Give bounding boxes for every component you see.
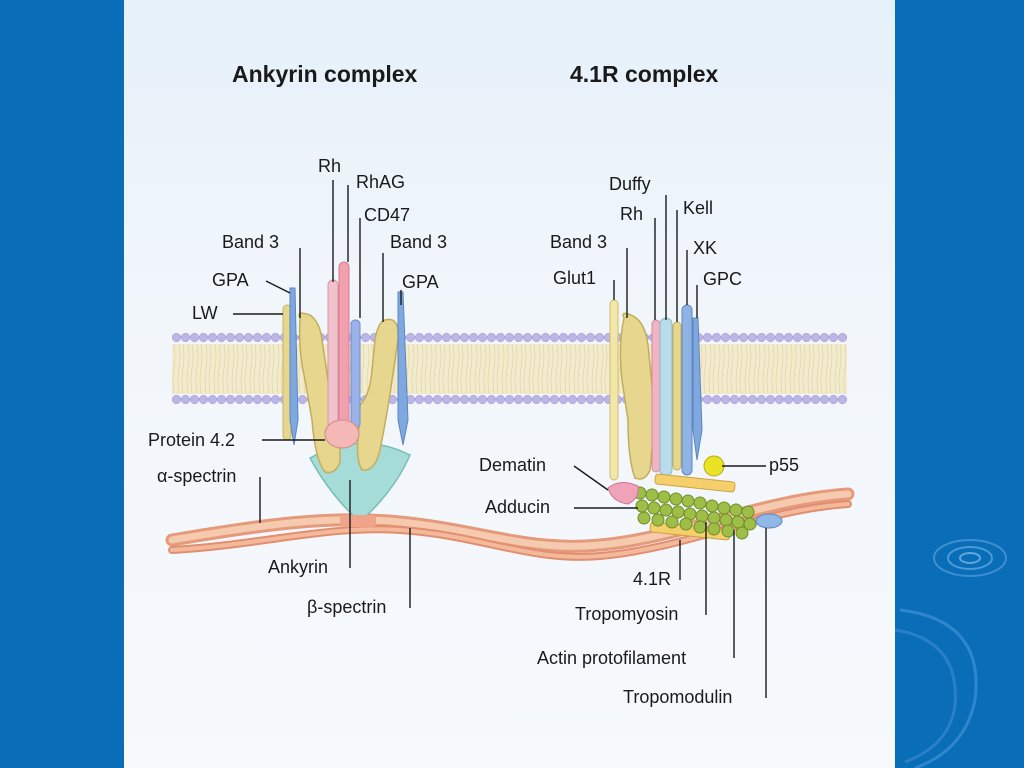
label-protein-42: Protein 4.2 [148, 430, 235, 450]
label-gpa-left-b: GPA [402, 272, 439, 292]
label-lw: LW [192, 303, 218, 323]
label-dematin: Dematin [479, 455, 546, 475]
label-rhag: RhAG [356, 172, 405, 192]
label-rh-left: Rh [318, 156, 341, 176]
tropomyosin-rod-upper [654, 473, 736, 493]
label-xk: XK [693, 238, 717, 258]
label-gpc: GPC [703, 269, 742, 289]
label-gpa-left-a: GPA [212, 270, 249, 290]
gpa-left-protein [289, 287, 299, 446]
p55-protein [703, 455, 725, 477]
lipid-bilayer [172, 331, 847, 406]
41r-complex-proteins [607, 299, 783, 541]
leader-lines [233, 180, 767, 698]
glut1-protein [609, 299, 619, 481]
xk-protein [681, 304, 693, 476]
label-kell: Kell [683, 198, 713, 218]
label-duffy: Duffy [609, 174, 651, 194]
actin-protofilament [633, 486, 757, 540]
label-adducin: Adducin [485, 497, 550, 517]
label-glut1: Glut1 [553, 268, 596, 288]
gpa-left2-protein [397, 291, 409, 446]
cd47-protein [350, 319, 361, 429]
dematin-protein [607, 482, 639, 505]
label-ankyrin: Ankyrin [268, 557, 328, 577]
label-alpha-spectrin: α-spectrin [157, 466, 236, 486]
label-actin-protofilament: Actin protofilament [537, 648, 686, 668]
label-band3-left-a: Band 3 [222, 232, 279, 252]
kell-protein [672, 321, 682, 471]
title-ankyrin-complex: Ankyrin complex [232, 61, 418, 87]
label-41r: 4.1R [633, 569, 671, 589]
label-band3-left-b: Band 3 [390, 232, 447, 252]
label-tropomodulin: Tropomodulin [623, 687, 732, 707]
band3-left2-protein [356, 318, 399, 471]
label-cd47: CD47 [364, 205, 410, 225]
label-band3-right: Band 3 [550, 232, 607, 252]
label-beta-spectrin: β-spectrin [307, 597, 386, 617]
band3-right-protein [619, 312, 654, 480]
title-41r-complex: 4.1R complex [570, 61, 718, 87]
label-p55: p55 [769, 455, 799, 475]
ankyrin-complex-proteins [282, 261, 411, 527]
label-tropomyosin: Tropomyosin [575, 604, 678, 624]
rh-left-protein [327, 279, 339, 429]
protein-42 [324, 419, 360, 449]
ripple-decoration-icon [895, 539, 1007, 768]
label-rh-right: Rh [620, 204, 643, 224]
rh-right-protein [651, 319, 661, 473]
protein-labels: Rh RhAG CD47 Band 3 Band 3 GPA GPA LW Pr… [148, 156, 799, 707]
rhag-protein [338, 261, 350, 428]
duffy-protein [659, 317, 673, 477]
tropomodulin-protein [755, 513, 783, 529]
